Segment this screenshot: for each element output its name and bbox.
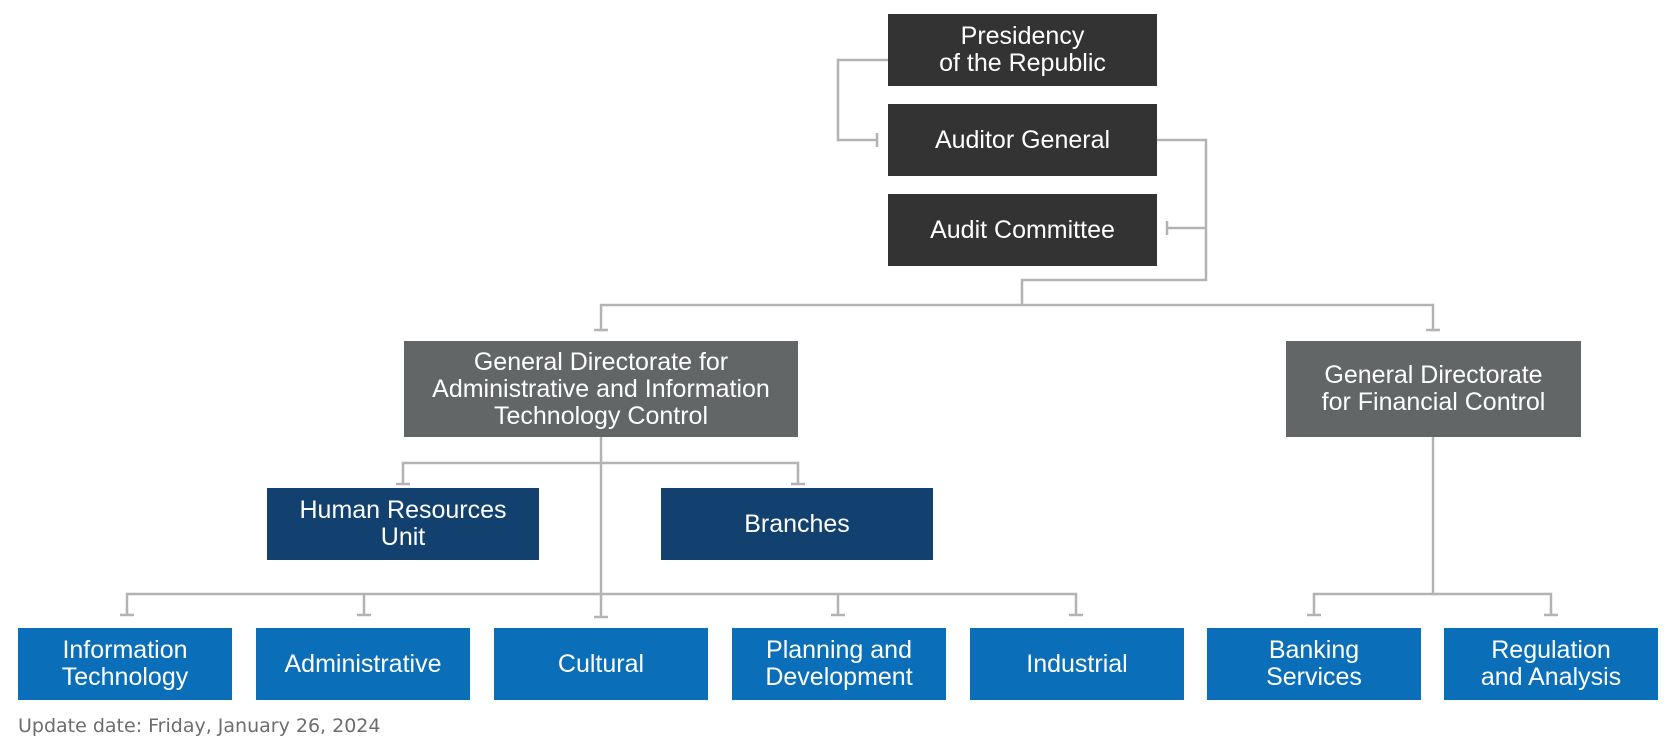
node-gd-financial: General Directorate for Financial Contro… <box>1286 341 1581 437</box>
node-administrative: Administrative <box>256 628 470 700</box>
node-audit-committee: Audit Committee <box>888 194 1157 266</box>
node-cultural: Cultural <box>494 628 708 700</box>
node-presidency: Presidency of the Republic <box>888 14 1157 86</box>
connector-financial-departments <box>1312 592 1553 615</box>
connector-departments <box>125 592 1078 615</box>
update-date: Update date: Friday, January 26, 2024 <box>18 715 381 737</box>
node-planning-development: Planning and Development <box>732 628 946 700</box>
node-industrial: Industrial <box>970 628 1184 700</box>
connector-auditor-down <box>1020 138 1208 305</box>
node-information-technology: Information Technology <box>18 628 232 700</box>
node-human-resources: Human Resources Unit <box>267 488 539 560</box>
connector-units <box>401 461 800 484</box>
node-gd-admin-it: General Directorate for Administrative a… <box>404 341 798 437</box>
node-banking-services: Banking Services <box>1207 628 1421 700</box>
node-branches: Branches <box>661 488 933 560</box>
connector-directorates <box>599 303 1435 330</box>
connector-presidency-auditor <box>836 58 888 142</box>
node-regulation-analysis: Regulation and Analysis <box>1444 628 1658 700</box>
node-auditor-general: Auditor General <box>888 104 1157 176</box>
